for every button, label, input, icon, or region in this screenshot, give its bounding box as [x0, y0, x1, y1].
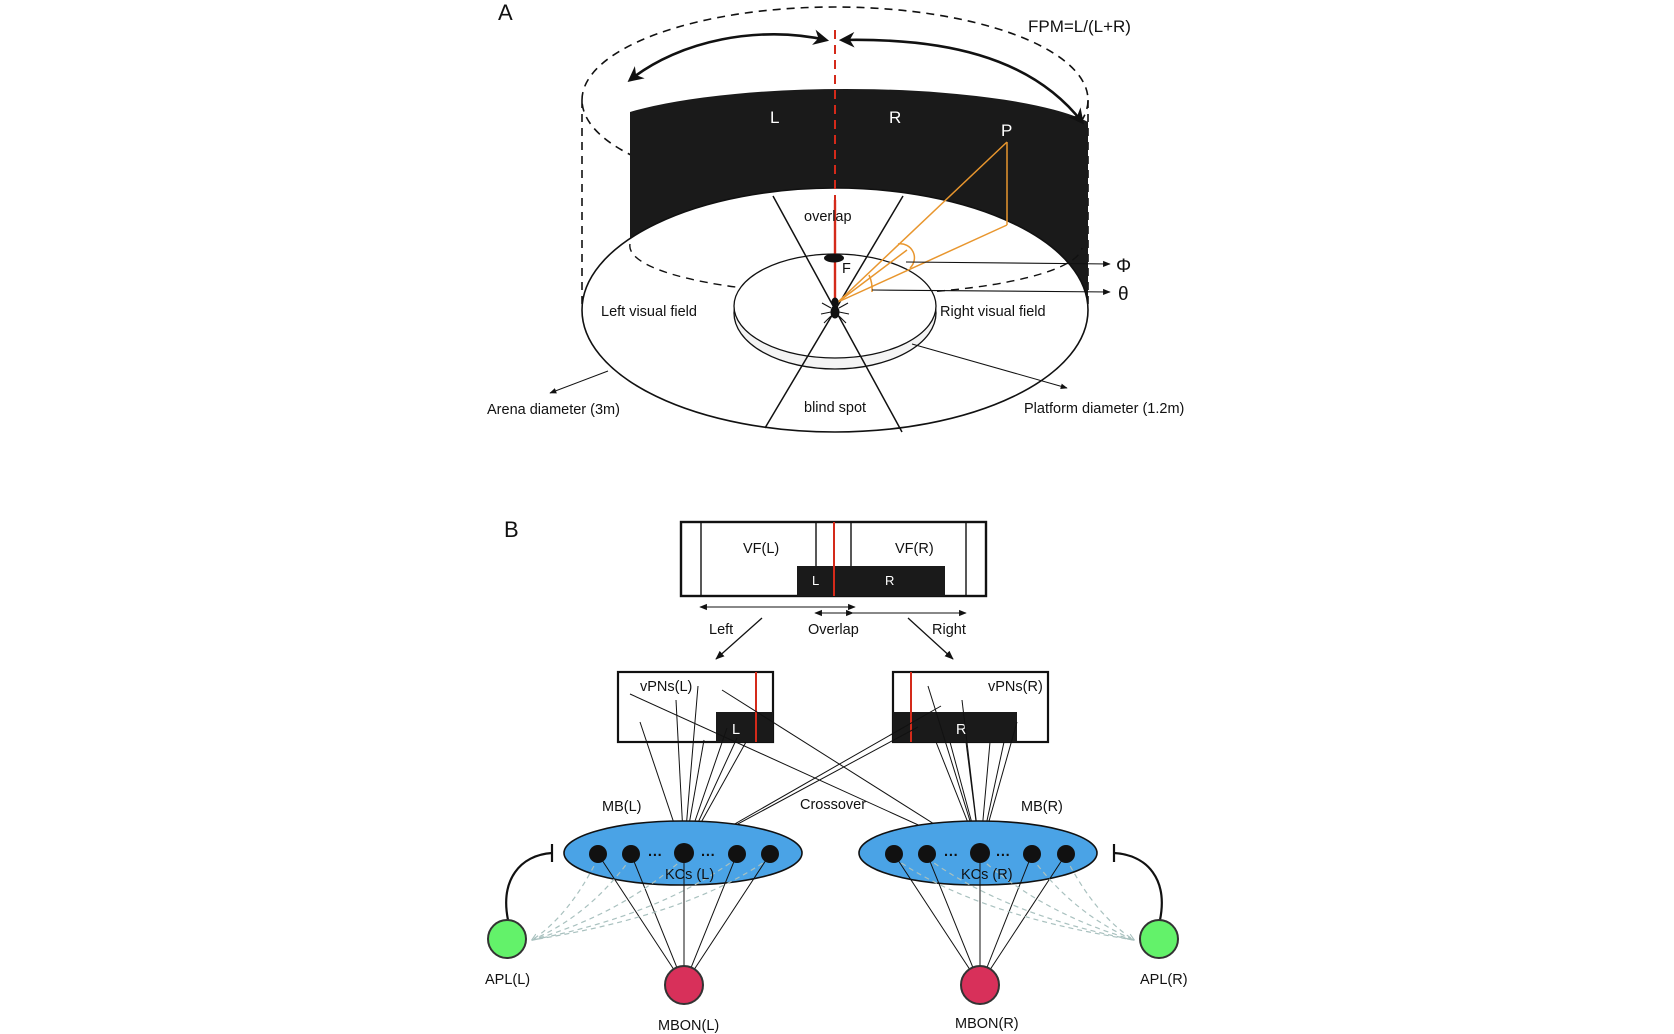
mbon-right-neuron [960, 965, 1000, 1005]
apl-left-neuron [487, 919, 527, 959]
arena-top-dashed-ellipse [581, 6, 1089, 194]
kc-cell [674, 843, 694, 863]
kc-ellipsis-left-2: ··· [701, 848, 716, 864]
right-visual-field-label: Right visual field [940, 304, 1046, 320]
mb-right-label: MB(R) [1021, 799, 1063, 815]
kcs-right-label: KCs (R) [961, 867, 1013, 883]
arena-diameter-label: Arena diameter (3m) [487, 402, 620, 418]
route-arrow-right [907, 617, 954, 660]
mbon-right-label: MBON(R) [955, 1016, 1019, 1032]
kc-to-mbon-lines [597, 853, 1067, 986]
rotation-arrow-right [838, 31, 1084, 125]
phi-pointer [905, 260, 1111, 268]
vpns-right-bar-label: R [956, 722, 966, 738]
kc-cell [1023, 845, 1041, 863]
kc-cells-left [589, 843, 779, 863]
kc-cell [1057, 845, 1075, 863]
crossover-label: Crossover [800, 797, 866, 813]
kc-cell [761, 845, 779, 863]
mbon-left-neuron [664, 965, 704, 1005]
kc-cells-right [885, 843, 1075, 863]
kc-cell [970, 843, 990, 863]
vpns-left-label: vPNs(L) [640, 679, 692, 695]
kc-ellipsis-right-1: ··· [944, 848, 959, 864]
fpm-formula: FPM=L/(L+R) [1028, 17, 1131, 36]
range-left-label: Left [709, 622, 733, 638]
vpns-right-label: vPNs(R) [988, 679, 1043, 695]
angle-construction [837, 141, 1008, 303]
left-visual-field-label: Left visual field [601, 304, 697, 320]
panel-b-letter: B [504, 517, 519, 542]
apl-right-neuron [1139, 919, 1179, 959]
range-overlap-label: Overlap [808, 622, 859, 638]
vpns-right-bar [893, 712, 1017, 742]
mbon-left-label: MBON(L) [658, 1018, 719, 1034]
range-right-label: Right [932, 622, 966, 638]
fixation-marker [824, 253, 844, 263]
panel-a-letter: A [498, 0, 513, 25]
wall-label-right: R [889, 108, 901, 127]
overlap-label: overlap [804, 209, 852, 225]
apl-left-label: APL(L) [485, 972, 530, 988]
panel-b: B VF(L) VF(R) L R Left Overlap Right vPN… [485, 517, 1188, 1034]
kc-cell [589, 845, 607, 863]
point-p-label: P [1001, 121, 1012, 140]
platform-diameter-pointer [911, 343, 1068, 389]
vpns-left-bar-label: L [732, 722, 740, 738]
rotation-arrow-left [627, 29, 830, 82]
theta-label: θ [1118, 284, 1129, 305]
apl-right-inhibition [1113, 851, 1163, 921]
kc-cell [885, 845, 903, 863]
phi-label: Φ [1116, 256, 1131, 277]
kc-ellipsis-right-2: ··· [996, 848, 1011, 864]
route-arrow-left [715, 617, 763, 660]
apl-left-inhibition [505, 851, 553, 921]
fixation-label: F [842, 261, 851, 277]
blind-spot-label: blind spot [804, 400, 866, 416]
kc-cell [918, 845, 936, 863]
apl-right-label: APL(R) [1140, 972, 1188, 988]
ant-agent-icon [820, 297, 850, 324]
apl-feedback-dashed [532, 857, 1134, 940]
wall-label-left: L [770, 108, 779, 127]
vf-black-bar [797, 566, 945, 596]
mb-left-label: MB(L) [602, 799, 641, 815]
arena-diameter-pointer [549, 370, 609, 394]
panel-a: A FPM=L/(L+R) [487, 0, 1184, 433]
theta-pointer [871, 288, 1111, 296]
platform-diameter-label: Platform diameter (1.2m) [1024, 401, 1184, 417]
kcs-left-label: KCs (L) [665, 867, 714, 883]
kc-cell [622, 845, 640, 863]
vf-left-label: VF(L) [743, 541, 779, 557]
vf-bar-left-label: L [812, 573, 819, 588]
vf-right-label: VF(R) [895, 541, 934, 557]
kc-cell [728, 845, 746, 863]
kc-ellipsis-left-1: ··· [648, 848, 663, 864]
vf-bar-right-label: R [885, 573, 894, 588]
